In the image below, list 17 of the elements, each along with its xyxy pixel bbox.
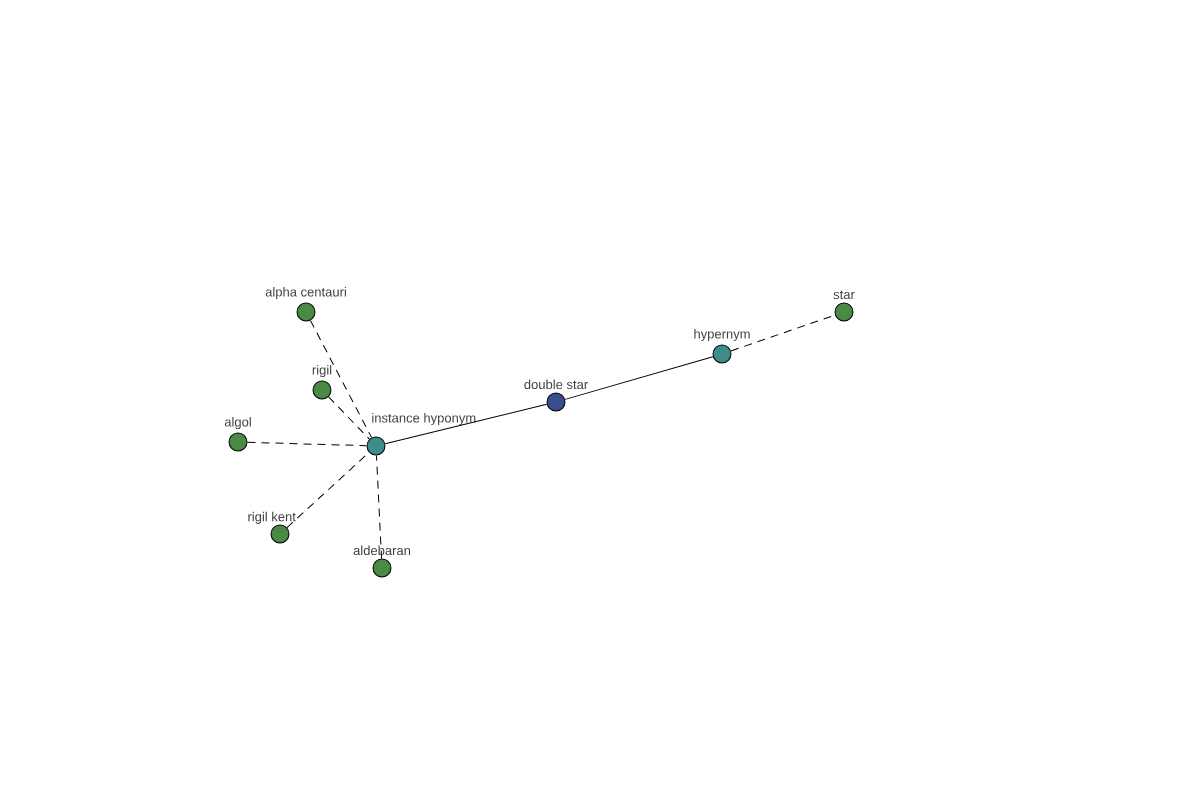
point-circle bbox=[296, 302, 316, 322]
link-line bbox=[384, 403, 548, 445]
dashed-link bbox=[309, 319, 373, 439]
dashed-link bbox=[375, 455, 383, 559]
point-circle bbox=[228, 432, 248, 452]
dashed-link bbox=[730, 314, 836, 352]
point-circle bbox=[712, 344, 732, 364]
point-circle bbox=[366, 436, 386, 456]
dashed-link bbox=[328, 396, 370, 440]
link-line bbox=[564, 356, 714, 400]
point-circle bbox=[270, 524, 290, 544]
point-circle bbox=[546, 392, 566, 412]
point-circle bbox=[312, 380, 332, 400]
dashed-link bbox=[247, 441, 367, 447]
dashed-link bbox=[286, 451, 370, 529]
point-circle bbox=[372, 558, 392, 578]
point-circle bbox=[834, 302, 854, 322]
